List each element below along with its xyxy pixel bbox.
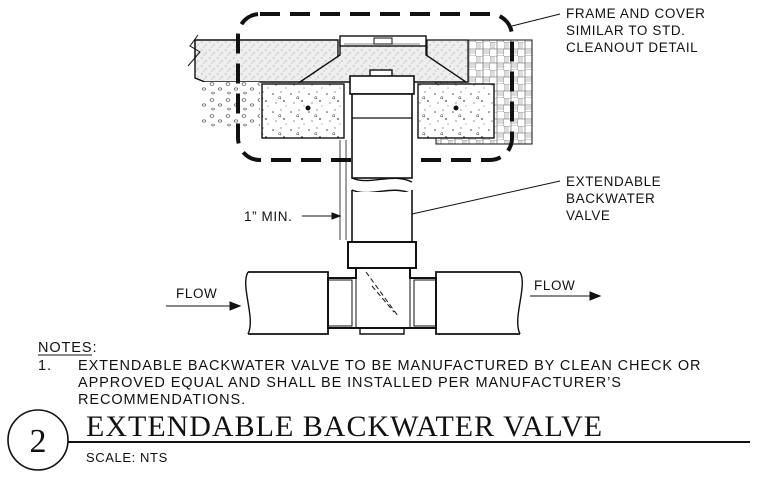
main-pipe-and-tee: [244, 267, 524, 335]
frame-cover-label-line-2: SIMILAR TO STD.: [566, 23, 686, 38]
detail-number: 2: [30, 423, 47, 460]
detail-number-bubble: [7, 409, 69, 471]
flow-label-right: FLOW: [534, 278, 575, 293]
frame-cover-label-line-3: CLEANOUT DETAIL: [566, 40, 698, 55]
riser-pipe: [339, 69, 417, 269]
leaders: [166, 13, 602, 311]
min-clearance-label: 1” MIN.: [244, 209, 292, 224]
scale-label: SCALE: NTS: [86, 450, 168, 465]
detail-title: EXTENDABLE BACKWATER VALVE: [86, 410, 603, 443]
notes-heading: NOTES:: [38, 340, 97, 356]
frame-and-cover: [297, 35, 469, 83]
note-line-3: RECOMMENDATIONS.: [78, 392, 246, 408]
valve-label-line-2: BACKWATER: [566, 191, 655, 206]
note-number: 1.: [38, 358, 52, 374]
note-line-1: EXTENDABLE BACKWATER VALVE TO BE MANUFAC…: [78, 358, 701, 374]
valve-label-line-3: VALVE: [566, 208, 611, 223]
concrete-collar-right: [417, 83, 495, 139]
ground-section: [187, 34, 533, 145]
valve-label-line-1: EXTENDABLE: [566, 174, 661, 189]
concrete-collar-left: [261, 83, 345, 139]
flow-label-left: FLOW: [176, 286, 217, 301]
note-line-2: APPROVED EQUAL AND SHALL BE INSTALLED PE…: [78, 375, 622, 391]
frame-cover-label-line-1: FRAME AND COVER: [566, 6, 706, 21]
